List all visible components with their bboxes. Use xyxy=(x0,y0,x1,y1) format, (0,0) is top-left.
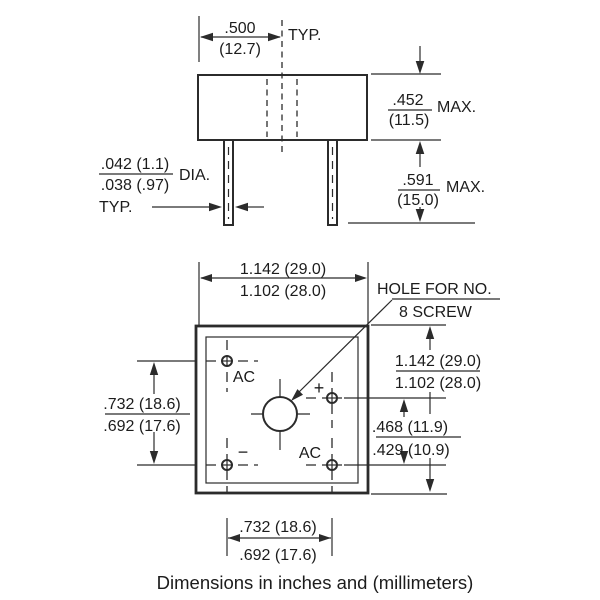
hole-note-line2: 8 SCREW xyxy=(399,304,473,321)
pin-span-left-min: .692 (17.6) xyxy=(103,418,180,435)
dim-lead-spacing: .500 (12.7) TYP. xyxy=(198,16,322,62)
dim-lead-length: .591 (15.0) MAX. xyxy=(348,172,485,224)
body-hidden-lines xyxy=(266,20,298,152)
dim-plus-pin-offset: .468 (11.9) .429 (10.9) xyxy=(344,397,461,466)
dim-lead-diameter: .042 (1.1) .038 (.97) DIA. TYP. xyxy=(99,156,264,216)
lead-dia-note: TYP. xyxy=(99,199,133,216)
dim-pin-span-bottom: .732 (18.6) .692 (17.6) xyxy=(226,518,333,564)
caption: Dimensions in inches and (millimeters) xyxy=(157,572,474,593)
body-width-min: 1.102 (28.0) xyxy=(240,283,326,300)
pin-minus xyxy=(221,459,233,471)
lead-dia-label: DIA. xyxy=(179,167,210,184)
hole-leader: HOLE FOR NO. 8 SCREW xyxy=(291,281,500,401)
lead-spacing-note: TYP. xyxy=(288,27,322,44)
mounting-hole xyxy=(251,379,310,450)
body-height-right-min: 1.102 (28.0) xyxy=(395,375,481,392)
pin-span-bottom-max: .732 (18.6) xyxy=(239,519,316,536)
pin-span-bottom-min: .692 (17.6) xyxy=(239,547,316,564)
terminal-label-plus: + xyxy=(314,378,325,398)
dim-body-width: 1.142 (29.0) 1.102 (28.0) xyxy=(198,261,369,325)
pin-ac-top-left xyxy=(221,355,233,367)
pin-span-left-max: .732 (18.6) xyxy=(103,396,180,413)
outer-outline xyxy=(194,324,370,495)
body-height-note: MAX. xyxy=(437,99,476,116)
terminal-label-ac-bottom: AC xyxy=(299,445,321,462)
lead-length-note: MAX. xyxy=(446,179,485,196)
pin-ac-bottom-right xyxy=(326,459,338,471)
plus-pin-offset-min: .429 (10.9) xyxy=(372,442,449,459)
dim-body-height-right: 1.142 (29.0) 1.102 (28.0) xyxy=(371,324,481,495)
lead-spacing-inches: .500 xyxy=(224,20,255,37)
body-width-max: 1.142 (29.0) xyxy=(240,261,326,278)
lead-length-mm: (15.0) xyxy=(397,192,439,209)
lead-dia-upper: .042 (1.1) xyxy=(101,156,169,173)
dim-body-height: .452 (11.5) MAX. xyxy=(371,46,476,167)
body-height-right-max: 1.142 (29.0) xyxy=(395,353,481,370)
hole-note-line1: HOLE FOR NO. xyxy=(377,281,492,298)
body-height-mm: (11.5) xyxy=(389,112,430,129)
inner-outline xyxy=(205,336,359,484)
lead-length-inches: .591 xyxy=(402,172,433,189)
terminal-label-minus: − xyxy=(238,442,249,462)
plus-pin-offset-max: .468 (11.9) xyxy=(372,419,448,436)
dim-pin-span-left: .732 (18.6) .692 (17.6) xyxy=(103,360,196,466)
side-view: .500 (12.7) TYP. .042 (1.1) .038 (.97) D… xyxy=(99,16,485,226)
body-height-inches: .452 xyxy=(392,92,423,109)
lead-spacing-mm: (12.7) xyxy=(219,41,261,58)
pin-plus xyxy=(326,392,338,404)
lead-right xyxy=(327,139,338,226)
terminal-label-ac-top: AC xyxy=(233,369,255,386)
lead-dia-lower: .038 (.97) xyxy=(101,177,169,194)
lead-left xyxy=(223,139,234,226)
bottom-view: AC + − AC HOLE FOR NO. 8 SCREW 1.142 (29… xyxy=(103,261,500,564)
